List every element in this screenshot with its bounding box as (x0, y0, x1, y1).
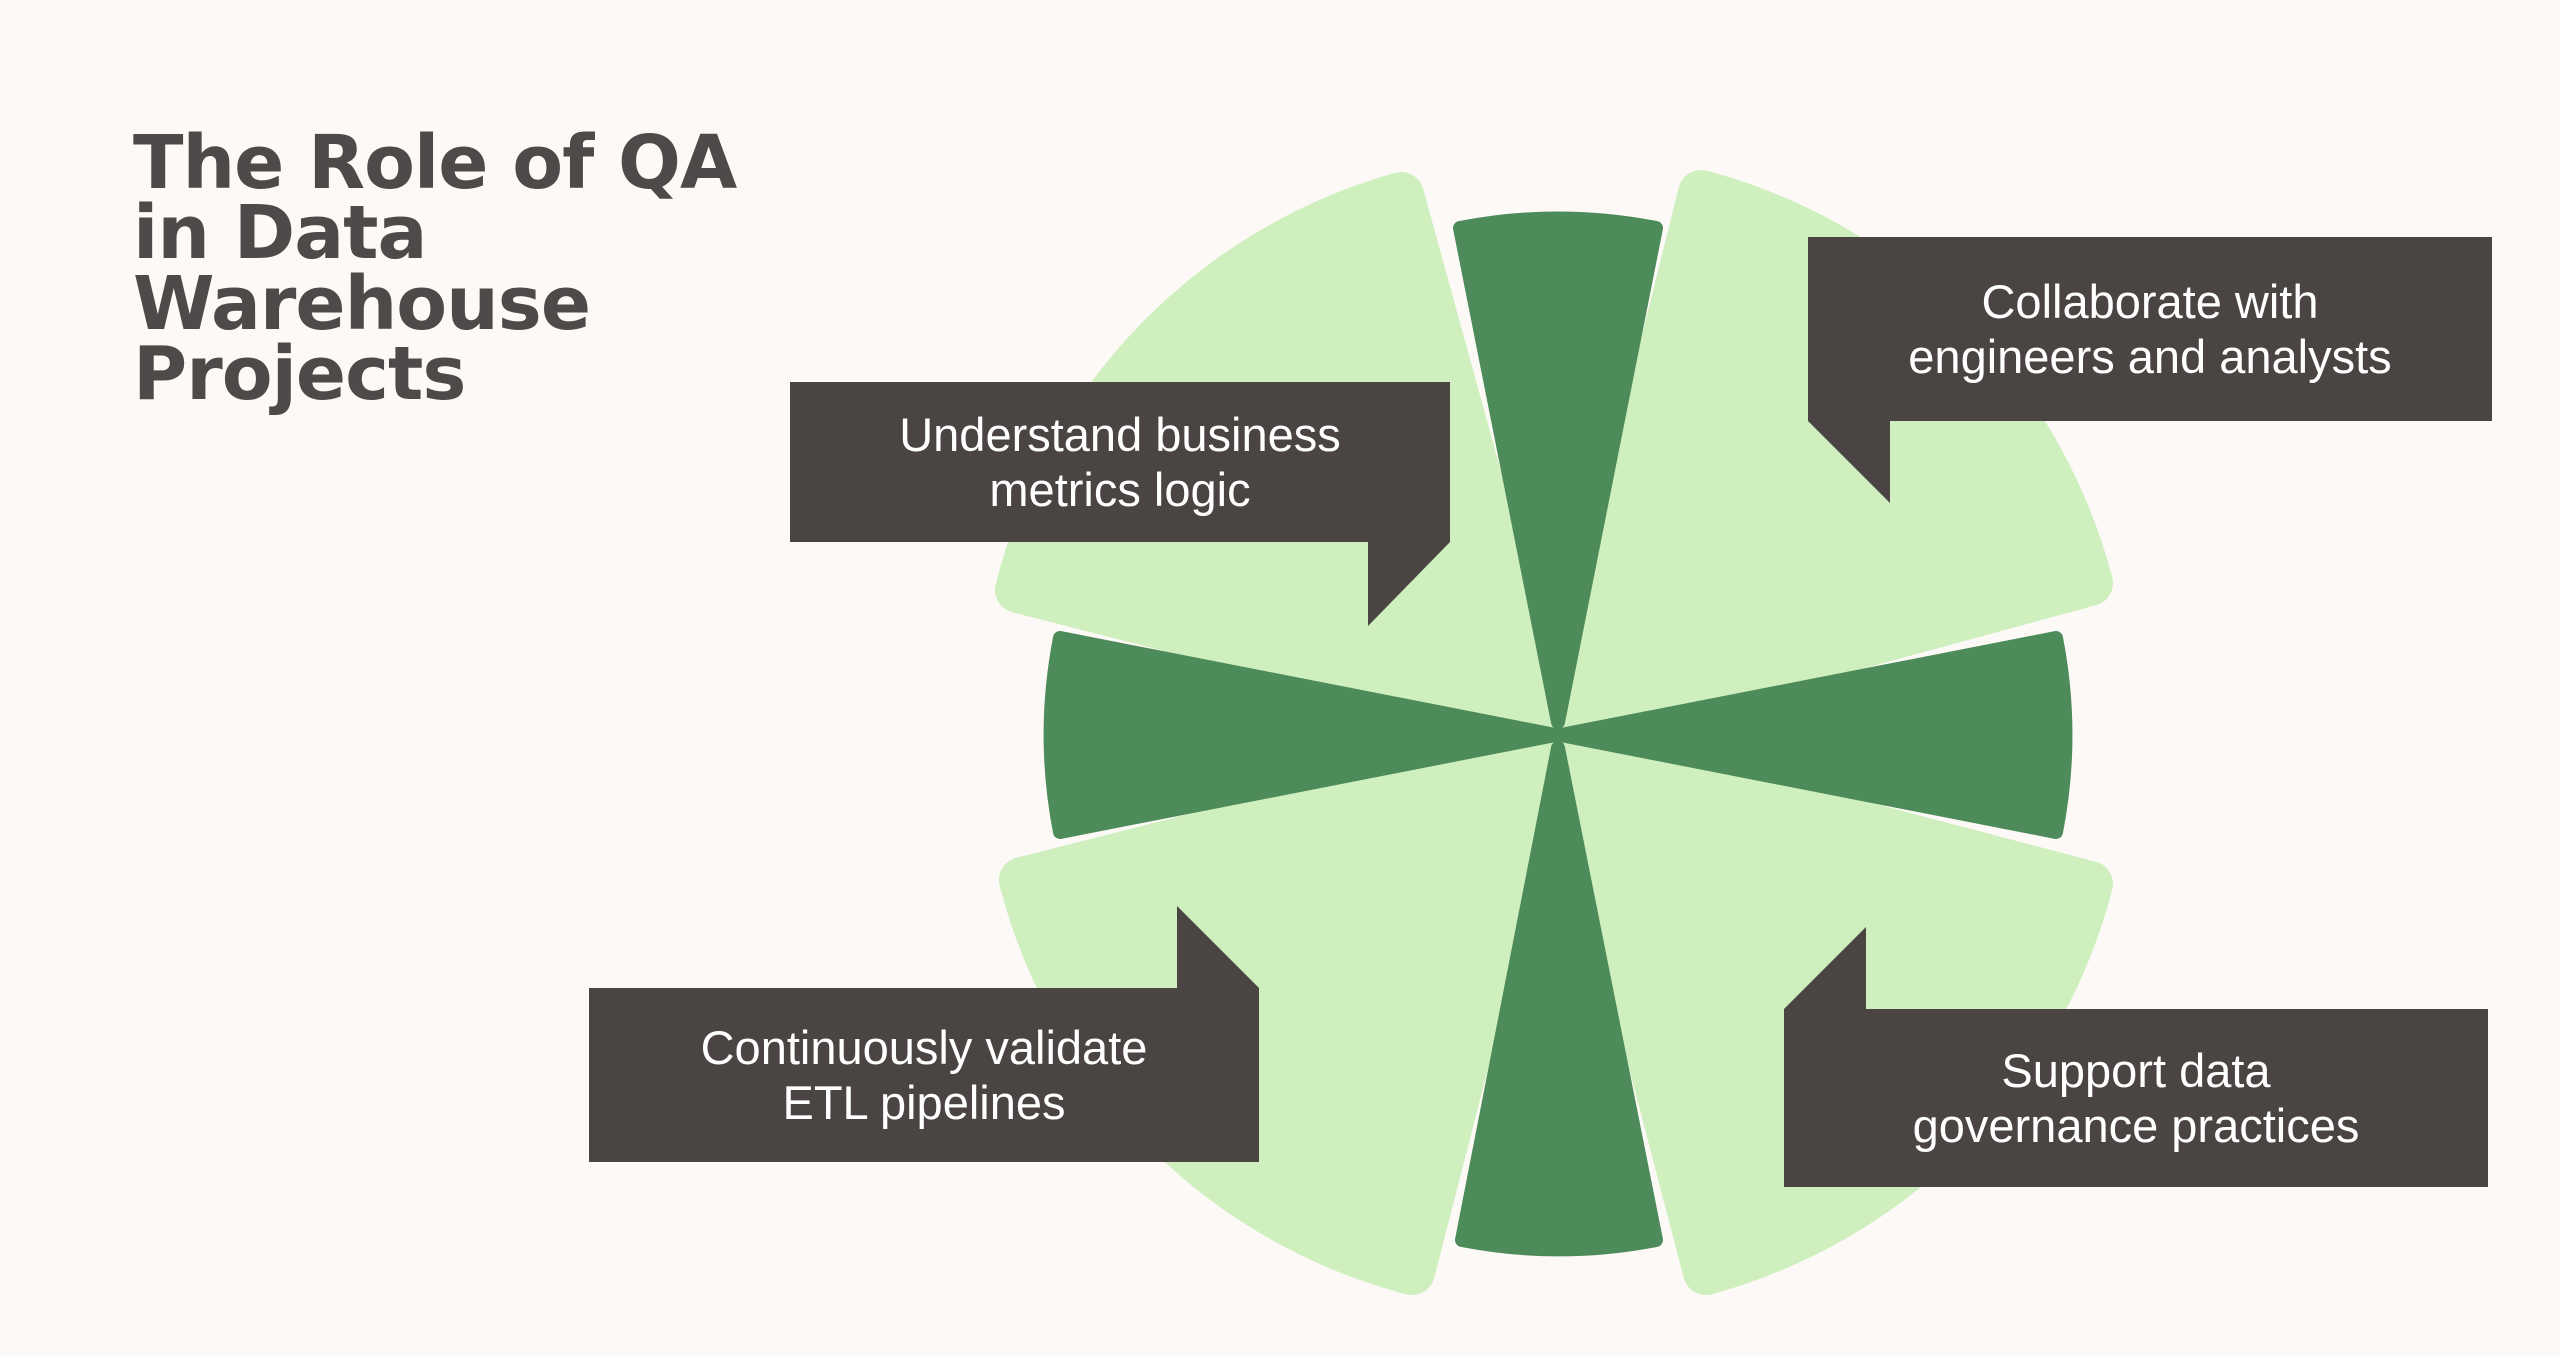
callout-box: Understand business metrics logic (790, 382, 1450, 542)
callout-box: Collaborate with engineers and analysts (1808, 237, 2492, 421)
page-title-line-3: Warehouse (133, 260, 591, 347)
slice-south-wedge (1455, 741, 1663, 1257)
page-title: The Role of QA in Data Warehouse Project… (133, 120, 893, 417)
callout-text: Support data governance practices (1912, 1043, 2360, 1152)
callout-box: Continuously validate ETL pipelines (589, 988, 1259, 1162)
callout-tail-down-left (1808, 421, 1890, 503)
page-title-line-1: The Role of QA (133, 120, 737, 206)
callout-text: Collaborate with engineers and analysts (1908, 274, 2392, 383)
slice-west-wedge (1043, 631, 1562, 839)
slice-east-wedge (1554, 631, 2073, 839)
page-title-line-2: in Data (133, 190, 427, 277)
callout-text: Continuously validate ETL pipelines (700, 1020, 1148, 1129)
callout-tail-down-right (1368, 542, 1450, 626)
callout-box: Support data governance practices (1784, 1009, 2488, 1187)
page-title-line-4: Projects (133, 330, 466, 417)
callout-tail-up-left (1784, 927, 1866, 1009)
callout-tail-up-right (1177, 906, 1259, 988)
callout-text: Understand business metrics logic (899, 407, 1341, 516)
slice-north-wedge (1453, 211, 1663, 729)
